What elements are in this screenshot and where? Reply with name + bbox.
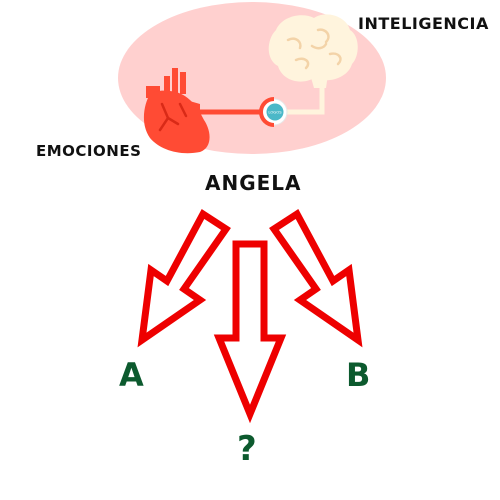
label-emociones: EMOCIONES (36, 142, 142, 160)
label-angela: ANGELA (205, 171, 302, 195)
arrow-left (137, 208, 231, 348)
option-b: B (346, 356, 371, 394)
brain-connector-line (286, 80, 325, 115)
option-a: A (119, 356, 144, 394)
label-inteligencia: INTELIGENCIA (358, 14, 489, 33)
option-unknown: ? (237, 429, 257, 469)
connector-badge-icon (259, 97, 288, 127)
brain-icon (268, 14, 358, 88)
arrow-right (269, 208, 363, 348)
heart-icon (143, 68, 210, 154)
connector-badge-text: LOGOS (268, 110, 282, 115)
arrow-middle (213, 240, 287, 424)
